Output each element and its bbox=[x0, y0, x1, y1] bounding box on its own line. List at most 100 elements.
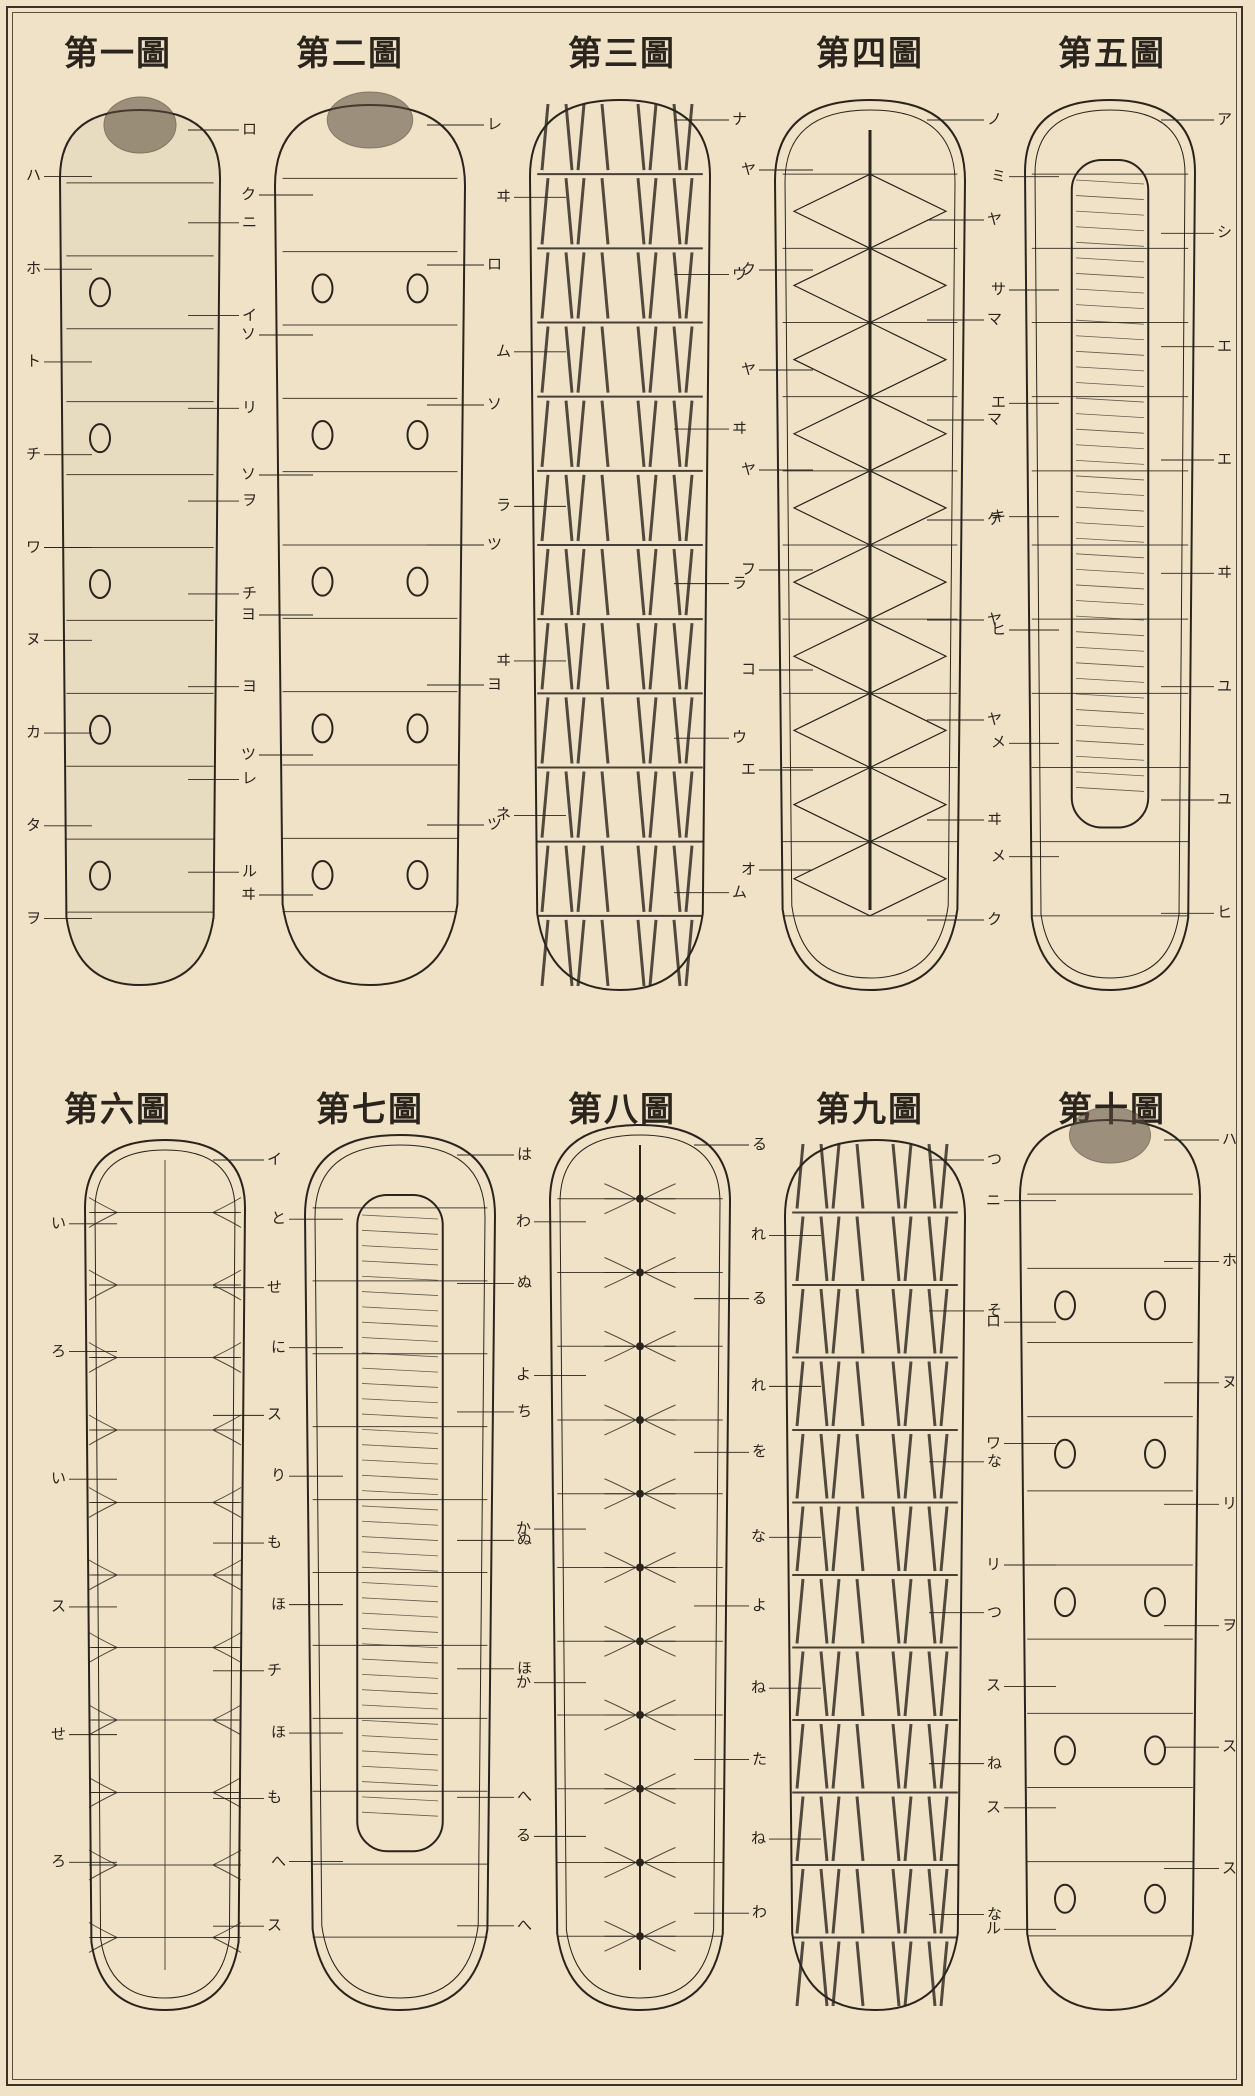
muscle-band bbox=[929, 1362, 935, 1427]
muscle-band bbox=[941, 1797, 947, 1862]
gut-striation bbox=[362, 1613, 438, 1617]
muscle-band bbox=[566, 772, 572, 838]
muscle-band bbox=[686, 327, 692, 393]
branch bbox=[605, 1494, 637, 1509]
muscle-band bbox=[797, 1942, 803, 2007]
gut-striation bbox=[362, 1598, 438, 1602]
branch bbox=[213, 1705, 241, 1720]
branch bbox=[644, 1863, 676, 1878]
figure-6-label: イ bbox=[267, 1152, 282, 1167]
branch bbox=[605, 1848, 637, 1863]
branch bbox=[213, 1488, 241, 1503]
figure-10-label: ス bbox=[1222, 1861, 1237, 1876]
gut-striation bbox=[362, 1445, 438, 1449]
gut-striation bbox=[362, 1338, 438, 1342]
branch bbox=[605, 1420, 637, 1435]
figure-9-label: れ bbox=[751, 1227, 766, 1242]
branch bbox=[213, 1923, 241, 1938]
branch bbox=[89, 1285, 117, 1300]
figure-1-label: リ bbox=[242, 400, 257, 415]
muscle-band bbox=[542, 623, 548, 689]
muscle-band bbox=[638, 549, 644, 615]
muscle-band bbox=[821, 1289, 827, 1354]
branch bbox=[213, 1575, 241, 1590]
muscle-band bbox=[797, 1434, 803, 1499]
muscle-band bbox=[650, 697, 656, 763]
gut-striation bbox=[362, 1720, 438, 1724]
muscle-band bbox=[833, 1289, 839, 1354]
gut-striation bbox=[362, 1782, 438, 1786]
muscle-band bbox=[578, 697, 584, 763]
muscle-band bbox=[638, 475, 644, 541]
branch bbox=[89, 1415, 117, 1430]
figure-4-label: オ bbox=[741, 862, 756, 877]
muscle-band bbox=[542, 475, 548, 541]
gut-striation bbox=[362, 1567, 438, 1571]
muscle-band bbox=[638, 772, 644, 838]
figure-9-label: つ bbox=[987, 1152, 1002, 1167]
muscle-band bbox=[797, 1797, 803, 1862]
figure-10-label: ホ bbox=[1222, 1253, 1237, 1268]
figure-10-drawing bbox=[1020, 1107, 1200, 2010]
spiracle bbox=[408, 421, 428, 449]
muscle-band bbox=[638, 252, 644, 318]
figure-10-label: リ bbox=[986, 1557, 1001, 1572]
branch bbox=[213, 1503, 241, 1518]
muscle-band bbox=[686, 623, 692, 689]
muscle-band bbox=[893, 1652, 899, 1717]
muscle-band bbox=[638, 178, 644, 244]
figure-7-label: ほ bbox=[271, 1725, 286, 1740]
gut-striation bbox=[1076, 678, 1144, 682]
muscle-band bbox=[941, 1289, 947, 1354]
muscle-band bbox=[905, 1217, 911, 1282]
muscle-band bbox=[929, 1797, 935, 1862]
figure-6-label: チ bbox=[267, 1663, 282, 1678]
figure-9-drawing bbox=[785, 1140, 965, 2010]
branch bbox=[644, 1774, 676, 1789]
branch bbox=[644, 1258, 676, 1273]
muscle-band bbox=[602, 697, 608, 763]
figure-2-label: ク bbox=[241, 187, 256, 202]
figure-5-label: ヒ bbox=[991, 622, 1006, 637]
larva-inner-outline bbox=[1035, 110, 1185, 978]
figure-10-label: ハ bbox=[1222, 1132, 1237, 1147]
muscle-band bbox=[578, 846, 584, 912]
branch bbox=[644, 1479, 676, 1494]
gut-striation bbox=[1076, 305, 1144, 309]
muscle-band bbox=[857, 1652, 863, 1717]
muscle-band bbox=[674, 327, 680, 393]
muscle-band bbox=[833, 1797, 839, 1862]
branch bbox=[644, 1199, 676, 1214]
muscle-band bbox=[566, 846, 572, 912]
figure-8-label: か bbox=[516, 1675, 531, 1690]
muscle-band bbox=[905, 1579, 911, 1644]
muscle-band bbox=[650, 178, 656, 244]
muscle-band bbox=[905, 1942, 911, 2007]
muscle-band bbox=[857, 1869, 863, 1934]
muscle-band bbox=[905, 1652, 911, 1717]
branch bbox=[605, 1774, 637, 1789]
figure-10-label: ロ bbox=[986, 1314, 1001, 1329]
figure-7-label: と bbox=[271, 1211, 286, 1226]
gut-striation bbox=[362, 1246, 438, 1250]
gut-striation bbox=[1076, 647, 1144, 651]
figure-5-label: ユ bbox=[1217, 792, 1232, 807]
figure-3-label: ム bbox=[496, 344, 511, 359]
muscle-band bbox=[578, 178, 584, 244]
muscle-band bbox=[566, 623, 572, 689]
figure-5-label: エ bbox=[1217, 339, 1232, 354]
branch bbox=[89, 1648, 117, 1663]
muscle-band bbox=[650, 475, 656, 541]
spiracle bbox=[313, 861, 333, 889]
gut-striation bbox=[1076, 507, 1144, 511]
muscle-band bbox=[833, 1652, 839, 1717]
branch bbox=[644, 1568, 676, 1583]
muscle-band bbox=[650, 327, 656, 393]
muscle-band bbox=[602, 549, 608, 615]
branch bbox=[89, 1198, 117, 1213]
gut-striation bbox=[362, 1261, 438, 1265]
muscle-band bbox=[905, 1289, 911, 1354]
muscle-band bbox=[578, 623, 584, 689]
branch bbox=[213, 1343, 241, 1358]
